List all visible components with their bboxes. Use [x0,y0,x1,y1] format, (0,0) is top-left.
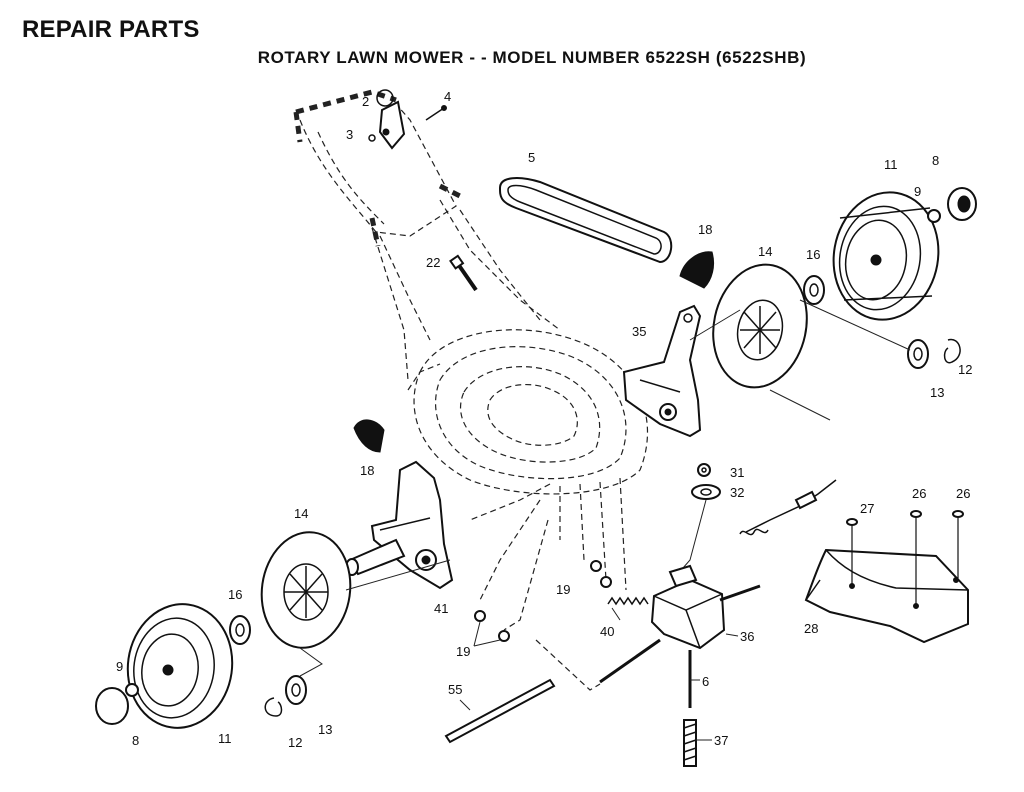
part-9-nut-left [125,683,139,697]
part-36-transmission [599,564,761,684]
part-40-spring [607,596,649,621]
page-title: REPAIR PARTS [22,16,200,43]
callout-9-right: 9 [914,184,921,199]
callout-8-right: 8 [932,153,939,168]
part-35-height-adjuster-right [622,304,702,438]
part-26-bolt-a [910,510,922,604]
callout-26-b: 26 [956,486,970,501]
callout-35: 35 [632,324,646,339]
part-3-clip [368,134,376,142]
control-cable [739,479,837,536]
callout-26-a: 26 [912,486,926,501]
part-55-drive-shaft [444,678,556,744]
callout-18-right: 18 [698,222,712,237]
callout-2: 2 [362,94,369,109]
part-14-wheel-cover-left [260,531,352,649]
callout-11-right: 11 [884,157,898,172]
part-16-washer-right [803,275,825,305]
part-11-wheel-right [832,191,940,321]
callout-28: 28 [804,621,818,636]
callout-19-b: 19 [456,644,470,659]
callout-27: 27 [860,501,874,516]
part-12-clip-right [943,338,961,364]
part-12-clip-left [264,697,283,717]
callout-14-right: 14 [758,244,772,259]
part-18-wheel-cover-right [679,251,715,289]
part-6-shaft [688,650,700,708]
callout-12-right: 12 [958,362,972,377]
callout-40: 40 [600,624,614,639]
part-27-bolt [846,518,858,584]
part-4-screw [425,105,447,121]
part-2-bail-lever [376,89,406,150]
part-32-pulley [691,484,721,500]
part-8-hubcap-left [95,687,129,725]
callout-32: 32 [730,485,744,500]
part-9-nut-right [927,209,941,223]
callout-14-left: 14 [294,506,308,521]
part-22-bolt [449,254,478,292]
part-31-nut [697,463,711,477]
callout-4: 4 [444,89,451,104]
callout-31: 31 [730,465,744,480]
callout-22: 22 [426,255,440,270]
handle-assembly-outline [293,89,561,381]
callout-18-left: 18 [360,463,374,478]
part-8-hubcap-right [947,187,977,221]
callout-16-left: 16 [228,587,242,602]
callout-55: 55 [448,682,462,697]
callout-8-left: 8 [132,733,139,748]
part-18-wheel-cover-left [353,419,385,453]
part-37-worm-gear [683,719,712,767]
callout-5: 5 [528,150,535,165]
part-16-washer-left [229,615,251,645]
part-19-nuts [473,560,612,647]
part-26-bolt-b [952,510,964,578]
callout-36: 36 [740,629,754,644]
mower-deck-outline [407,329,648,691]
callout-19-a: 19 [556,582,570,597]
part-13-gear-left [285,675,307,705]
callout-3: 3 [346,127,353,142]
callout-16-right: 16 [806,247,820,262]
callout-37: 37 [714,733,728,748]
part-5-drive-belt [498,177,673,264]
callout-12-left: 12 [288,735,302,750]
part-14-wheel-cover-right [712,263,808,389]
callout-11-left: 11 [218,731,232,746]
callout-13-right: 13 [930,385,944,400]
callout-13-left: 13 [318,722,332,737]
callout-41: 41 [434,601,448,616]
callout-labels: 2 3 4 5 11 8 9 18 14 16 22 35 12 13 18 3… [116,89,972,750]
callout-6: 6 [702,674,709,689]
part-11-wheel-left [126,603,234,729]
part-41-height-adjuster-left [345,460,454,590]
part-13-gear-right [907,339,929,369]
page-subtitle: ROTARY LAWN MOWER - - MODEL NUMBER 6522S… [257,48,807,67]
part-28-rear-cover [804,548,969,644]
callout-9-left: 9 [116,659,123,674]
